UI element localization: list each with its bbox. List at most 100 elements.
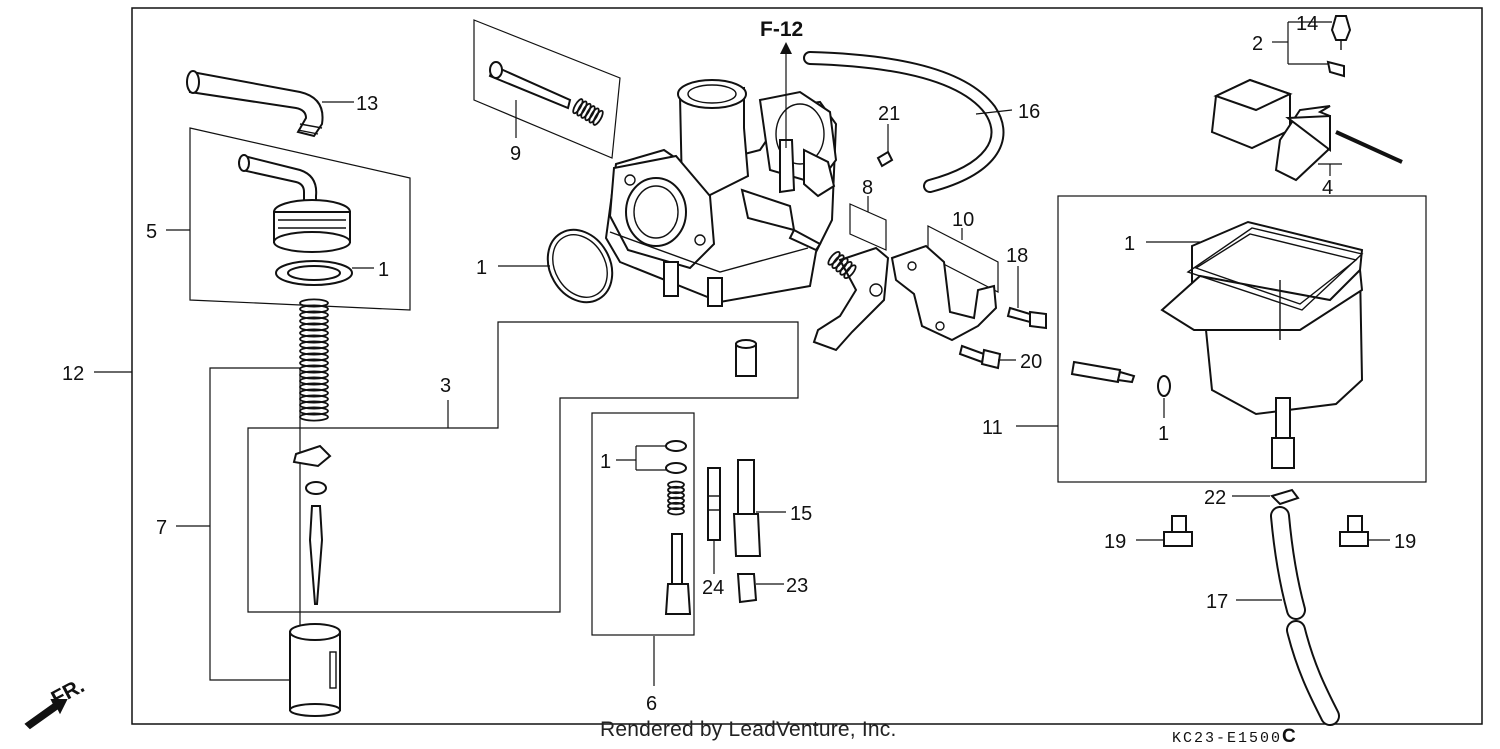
group-box-7 bbox=[209, 367, 301, 681]
spring-coil bbox=[299, 358, 329, 368]
bracket-10 bbox=[890, 244, 998, 342]
spring-coil bbox=[299, 364, 329, 374]
spring-coil bbox=[835, 257, 849, 273]
leader-lines bbox=[94, 21, 1390, 686]
spring-coil bbox=[299, 340, 329, 350]
spring-coil bbox=[299, 376, 329, 386]
throttle-spring bbox=[299, 298, 329, 422]
callout-18: 18 bbox=[1006, 245, 1028, 267]
diagram-code: KC23-E1500C bbox=[1172, 726, 1296, 748]
spring-coil bbox=[843, 264, 857, 280]
float-chamber-11 bbox=[1160, 220, 1364, 469]
vent-hose-16 bbox=[803, 51, 1005, 193]
needle-jet-24 bbox=[707, 467, 721, 541]
group-box-8 bbox=[849, 203, 887, 251]
callout-19: 19 bbox=[1394, 531, 1416, 553]
callout-1: 1 bbox=[476, 257, 487, 279]
callout-13: 13 bbox=[356, 93, 378, 115]
spring-coil bbox=[299, 316, 329, 326]
spring-coil bbox=[299, 334, 329, 344]
spring-coil bbox=[827, 250, 841, 266]
spring-coil bbox=[299, 346, 329, 356]
group-box-3 bbox=[247, 321, 799, 613]
clip-and-needle bbox=[292, 444, 332, 605]
callout-16: 16 bbox=[1018, 101, 1040, 123]
screw-19-right bbox=[1339, 515, 1369, 547]
o-ring-washer bbox=[275, 260, 353, 286]
callout-1: 1 bbox=[1158, 423, 1169, 445]
assembly-frame bbox=[131, 7, 1483, 725]
spring-coil bbox=[576, 100, 588, 117]
credit-text: Rendered by LeadVenture, Inc. bbox=[600, 718, 897, 741]
callout-7: 7 bbox=[156, 517, 167, 539]
spring-coil bbox=[299, 322, 329, 332]
spring-coil bbox=[831, 254, 845, 270]
callout-1: 1 bbox=[378, 259, 389, 281]
callout-8: 8 bbox=[862, 177, 873, 199]
f12-reference-label: F-12 bbox=[760, 18, 803, 41]
spring-coil bbox=[667, 480, 685, 489]
top-cap-5 bbox=[238, 154, 351, 253]
main-jet-holder bbox=[735, 339, 757, 377]
callout-10: 10 bbox=[952, 209, 974, 231]
screw-18 bbox=[1006, 306, 1047, 330]
spring-coil bbox=[667, 485, 685, 495]
group-box-5 bbox=[189, 127, 411, 311]
diagram-code-suffix: C bbox=[1282, 726, 1296, 747]
callout-2: 2 bbox=[1252, 33, 1263, 55]
spring-coil bbox=[667, 501, 685, 511]
choke-lever-8 bbox=[812, 246, 890, 352]
screw-20 bbox=[958, 344, 1002, 370]
float-4 bbox=[1210, 78, 1403, 182]
callout-6: 6 bbox=[646, 693, 657, 715]
spring-coil bbox=[667, 507, 685, 516]
callout-20: 20 bbox=[1020, 351, 1042, 373]
group-box-11 bbox=[1057, 195, 1427, 483]
group-box-6 bbox=[591, 412, 695, 636]
group-box-10 bbox=[927, 225, 999, 293]
callout-3: 3 bbox=[440, 375, 451, 397]
callout-1: 1 bbox=[1124, 233, 1135, 255]
body-o-ring bbox=[546, 228, 614, 304]
screw-19-left bbox=[1163, 515, 1193, 547]
callout-21: 21 bbox=[878, 103, 900, 125]
f12-reference-arrow bbox=[780, 42, 792, 148]
spring-coil bbox=[299, 304, 329, 314]
throttle-valve-7 bbox=[289, 623, 341, 717]
pilot-screw-9 bbox=[488, 61, 604, 126]
drain-screw bbox=[1070, 360, 1171, 397]
float-valve-14 bbox=[1326, 15, 1352, 78]
spring-coil bbox=[667, 496, 685, 505]
callout-22: 22 bbox=[1204, 487, 1226, 509]
diagram-code-main: KC23-E1500 bbox=[1172, 730, 1283, 747]
callout-labels: 13 5 1 12 7 3 9 1 1 6 24 15 23 8 21 16 1… bbox=[62, 13, 1416, 715]
drain-tube-17 bbox=[1270, 506, 1340, 726]
callout-9: 9 bbox=[510, 143, 521, 165]
jet-set-6 bbox=[664, 440, 692, 615]
spring-coil bbox=[299, 310, 329, 320]
needle-jet-holder-15 bbox=[732, 459, 762, 557]
spring-coil bbox=[299, 352, 329, 362]
spring-coil bbox=[299, 382, 329, 392]
spring-coil bbox=[299, 298, 329, 308]
spring-coil bbox=[592, 109, 604, 126]
main-jet-23 bbox=[736, 573, 758, 604]
callout-24: 24 bbox=[702, 577, 724, 599]
callout-4: 4 bbox=[1322, 177, 1333, 199]
spring-coil bbox=[299, 388, 329, 398]
callout-1: 1 bbox=[600, 451, 611, 473]
clip-21 bbox=[876, 150, 894, 168]
group-box-9 bbox=[473, 19, 621, 159]
spring-coil bbox=[839, 260, 853, 276]
spring-coil bbox=[299, 370, 329, 380]
callout-12: 12 bbox=[62, 363, 84, 385]
spring-coil bbox=[588, 107, 600, 124]
callout-5: 5 bbox=[146, 221, 157, 243]
spring-coil bbox=[299, 394, 329, 404]
spring-coil bbox=[667, 491, 685, 500]
carburetor-body bbox=[604, 79, 838, 307]
front-direction-arrow: FR. bbox=[24, 674, 88, 730]
spring-coil bbox=[584, 105, 596, 122]
spring-coil bbox=[572, 98, 584, 115]
